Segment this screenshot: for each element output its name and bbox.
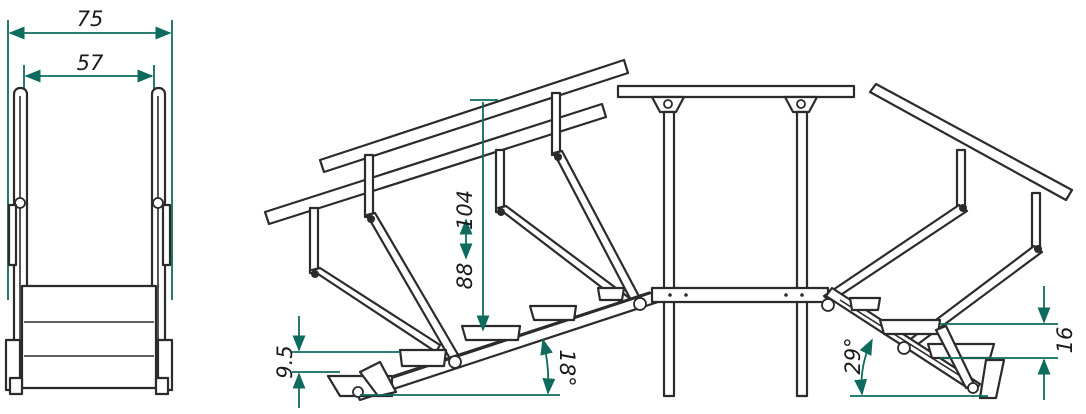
front-treads	[4, 284, 174, 396]
side-view-right: 29° 16	[821, 82, 1077, 400]
stringer-left	[353, 288, 666, 402]
side-view-left: 104 88 9.5 18°	[263, 58, 666, 408]
dimension-label-18-deg: 18°	[555, 349, 579, 386]
dimension-label-inner-width: 57	[77, 51, 104, 75]
dimension-label-29-deg: 29°	[841, 337, 865, 374]
dimension-label-9-5: 9.5	[273, 345, 297, 378]
dimension-label-16: 16	[1053, 327, 1077, 354]
dimension-label-88: 88	[453, 263, 477, 290]
handrail-upper	[318, 58, 630, 174]
dimension-label-outer-width: 75	[77, 7, 104, 31]
front-view: 75 57	[4, 7, 174, 396]
handrail-lower	[263, 102, 608, 226]
handrail-right	[868, 82, 1074, 202]
platform-view	[616, 84, 856, 398]
platform-top	[616, 84, 856, 99]
dimension-inner-width: 57	[23, 51, 155, 95]
dimension-label-104: 104	[453, 190, 477, 230]
